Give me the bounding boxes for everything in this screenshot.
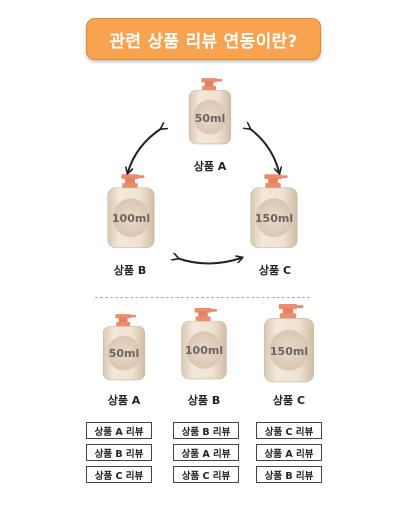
volume-label: 150ml — [269, 345, 309, 358]
bottle-top-c: 150ml — [245, 172, 303, 250]
arrow-a-b — [128, 128, 162, 172]
bottle-bottom-a: 50ml — [98, 312, 150, 382]
product-label-top-c: 상품 C — [258, 264, 292, 277]
bottle-top-b: 100ml — [102, 172, 160, 250]
page-title: 관련 상품 리뷰 연동이란? — [109, 31, 298, 52]
section-divider — [95, 297, 310, 298]
review-box-b-3: 상품 C 리뷰 — [173, 466, 239, 483]
bottle-bottom-b: 100ml — [176, 305, 232, 382]
review-box-a-1: 상품 A 리뷰 — [86, 422, 152, 439]
review-box-c-1: 상품 C 리뷰 — [256, 422, 322, 439]
arrow-a-c — [249, 128, 279, 172]
arrow-b-c — [177, 258, 241, 265]
product-label-bottom-a: 상품 A — [107, 394, 141, 407]
review-box-b-2: 상품 A 리뷰 — [173, 444, 239, 461]
product-label-top-b: 상품 B — [113, 264, 147, 277]
volume-label: 150ml — [254, 212, 294, 225]
volume-label: 100ml — [111, 212, 151, 225]
volume-label: 50ml — [108, 347, 140, 360]
product-label-bottom-b: 상품 B — [187, 394, 221, 407]
bottle-bottom-c: 150ml — [258, 302, 320, 384]
product-label-top-a: 상품 A — [193, 160, 227, 173]
bottle-top-a: 50ml — [184, 76, 236, 146]
review-box-c-3: 상품 B 리뷰 — [256, 466, 322, 483]
product-label-bottom-c: 상품 C — [272, 394, 306, 407]
review-box-a-3: 상품 C 리뷰 — [86, 466, 152, 483]
review-box-b-1: 상품 B 리뷰 — [173, 422, 239, 439]
review-box-c-2: 상품 A 리뷰 — [256, 444, 322, 461]
volume-label: 50ml — [194, 112, 226, 125]
relation-arrows — [0, 0, 405, 265]
bottle-icon — [258, 302, 320, 384]
review-box-a-2: 상품 B 리뷰 — [86, 444, 152, 461]
volume-label: 100ml — [184, 344, 224, 357]
title-banner: 관련 상품 리뷰 연동이란? — [86, 18, 321, 60]
